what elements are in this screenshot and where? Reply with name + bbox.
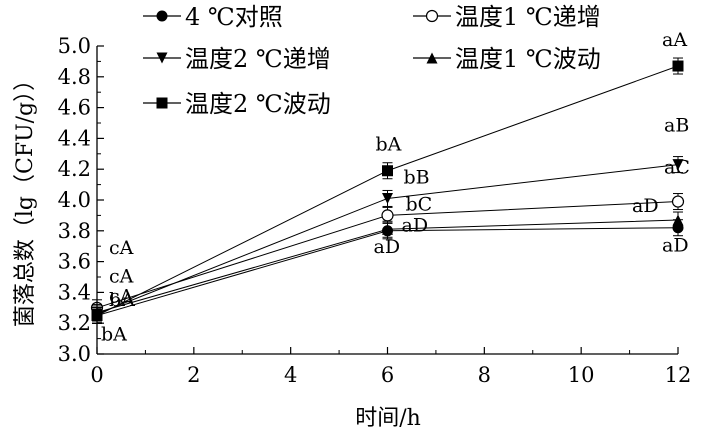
y-tick-label-4: 3.8 xyxy=(58,219,91,243)
legend-marker xyxy=(425,9,439,23)
legend-marker xyxy=(156,97,168,109)
point-label-1-1: bC xyxy=(406,193,433,215)
point-label-4-1: bA xyxy=(376,134,402,156)
point-label-3-1: aD xyxy=(402,214,429,236)
legend-item-4: 温度2 ℃波动 xyxy=(143,90,331,118)
y-tick-label-5: 4.0 xyxy=(58,188,91,212)
data-point-1-2 xyxy=(671,195,685,208)
y-tick-label-7: 4.4 xyxy=(58,126,91,150)
legend-label: 温度1 ℃波动 xyxy=(455,45,601,73)
x-tick-label-0: 0 xyxy=(90,363,103,387)
point-label-3-0: cA xyxy=(109,265,134,287)
point-label-4-0: cA xyxy=(109,286,134,308)
legend-marker xyxy=(426,52,438,64)
legend-item-1: 温度1 ℃递增 xyxy=(413,3,601,31)
y-tick-label-10: 5.0 xyxy=(58,34,91,58)
x-tick-label-5: 10 xyxy=(568,363,595,387)
data-point-3-2 xyxy=(672,214,684,226)
data-point-4-1 xyxy=(382,165,393,177)
point-label-3-2: aD xyxy=(632,195,659,217)
point-label-2-0: bA xyxy=(109,289,135,311)
x-tick-label-1: 2 xyxy=(187,363,200,387)
y-tick-label-1: 3.2 xyxy=(58,311,91,335)
legend-marker xyxy=(156,10,168,22)
data-point-1-1 xyxy=(381,209,394,222)
point-label-0-1: aD xyxy=(374,236,401,258)
data-point-2-1 xyxy=(382,192,393,204)
x-tick-label-4: 8 xyxy=(478,363,491,387)
legend-label: 温度2 ℃递增 xyxy=(185,45,331,73)
y-tick-label-0: 3.0 xyxy=(58,342,91,366)
y-tick-label-2: 3.4 xyxy=(58,280,91,304)
x-tick-label-3: 6 xyxy=(381,363,394,387)
legend-label: 4 ℃对照 xyxy=(185,3,283,31)
point-label-0-0: bA xyxy=(101,324,127,346)
point-label-2-2: aB xyxy=(664,115,689,137)
x-axis-label: 时间/h xyxy=(355,406,421,431)
point-label-2-1: bB xyxy=(404,166,430,188)
legend-label: 温度2 ℃波动 xyxy=(185,90,331,118)
point-label-1-0: cA xyxy=(109,237,134,259)
y-tick-label-3: 3.6 xyxy=(58,250,91,274)
legend-item-2: 温度2 ℃递增 xyxy=(143,45,331,73)
point-label-0-2: aD xyxy=(662,235,689,257)
y-axis-label: 菌落总数（lg（CFU/g）） xyxy=(13,69,38,327)
data-point-3-1 xyxy=(382,223,393,235)
x-tick-label-6: 12 xyxy=(665,363,692,387)
legend-item-0: 4 ℃对照 xyxy=(143,3,283,31)
data-point-4-2 xyxy=(672,60,684,72)
axes: 3.0 3.2 3.4 3.6 3.8 4.0 4.2 4.4 4.6 4.8 5.0 0 2 4 6 8 10… xyxy=(58,34,692,387)
data-point-2-2 xyxy=(672,159,684,171)
series-markers xyxy=(90,57,685,324)
legend-marker xyxy=(156,52,168,64)
legend-label: 温度1 ℃递增 xyxy=(455,3,601,31)
y-tick-label-9: 4.8 xyxy=(58,65,91,89)
legend-item-3: 温度1 ℃波动 xyxy=(413,45,601,73)
x-tick-label-2: 4 xyxy=(284,363,297,387)
y-tick-label-6: 4.2 xyxy=(58,157,91,181)
point-label-1-2: aC xyxy=(664,157,690,179)
y-tick-label-8: 4.6 xyxy=(58,96,91,120)
point-label-4-2: aA xyxy=(662,29,687,51)
